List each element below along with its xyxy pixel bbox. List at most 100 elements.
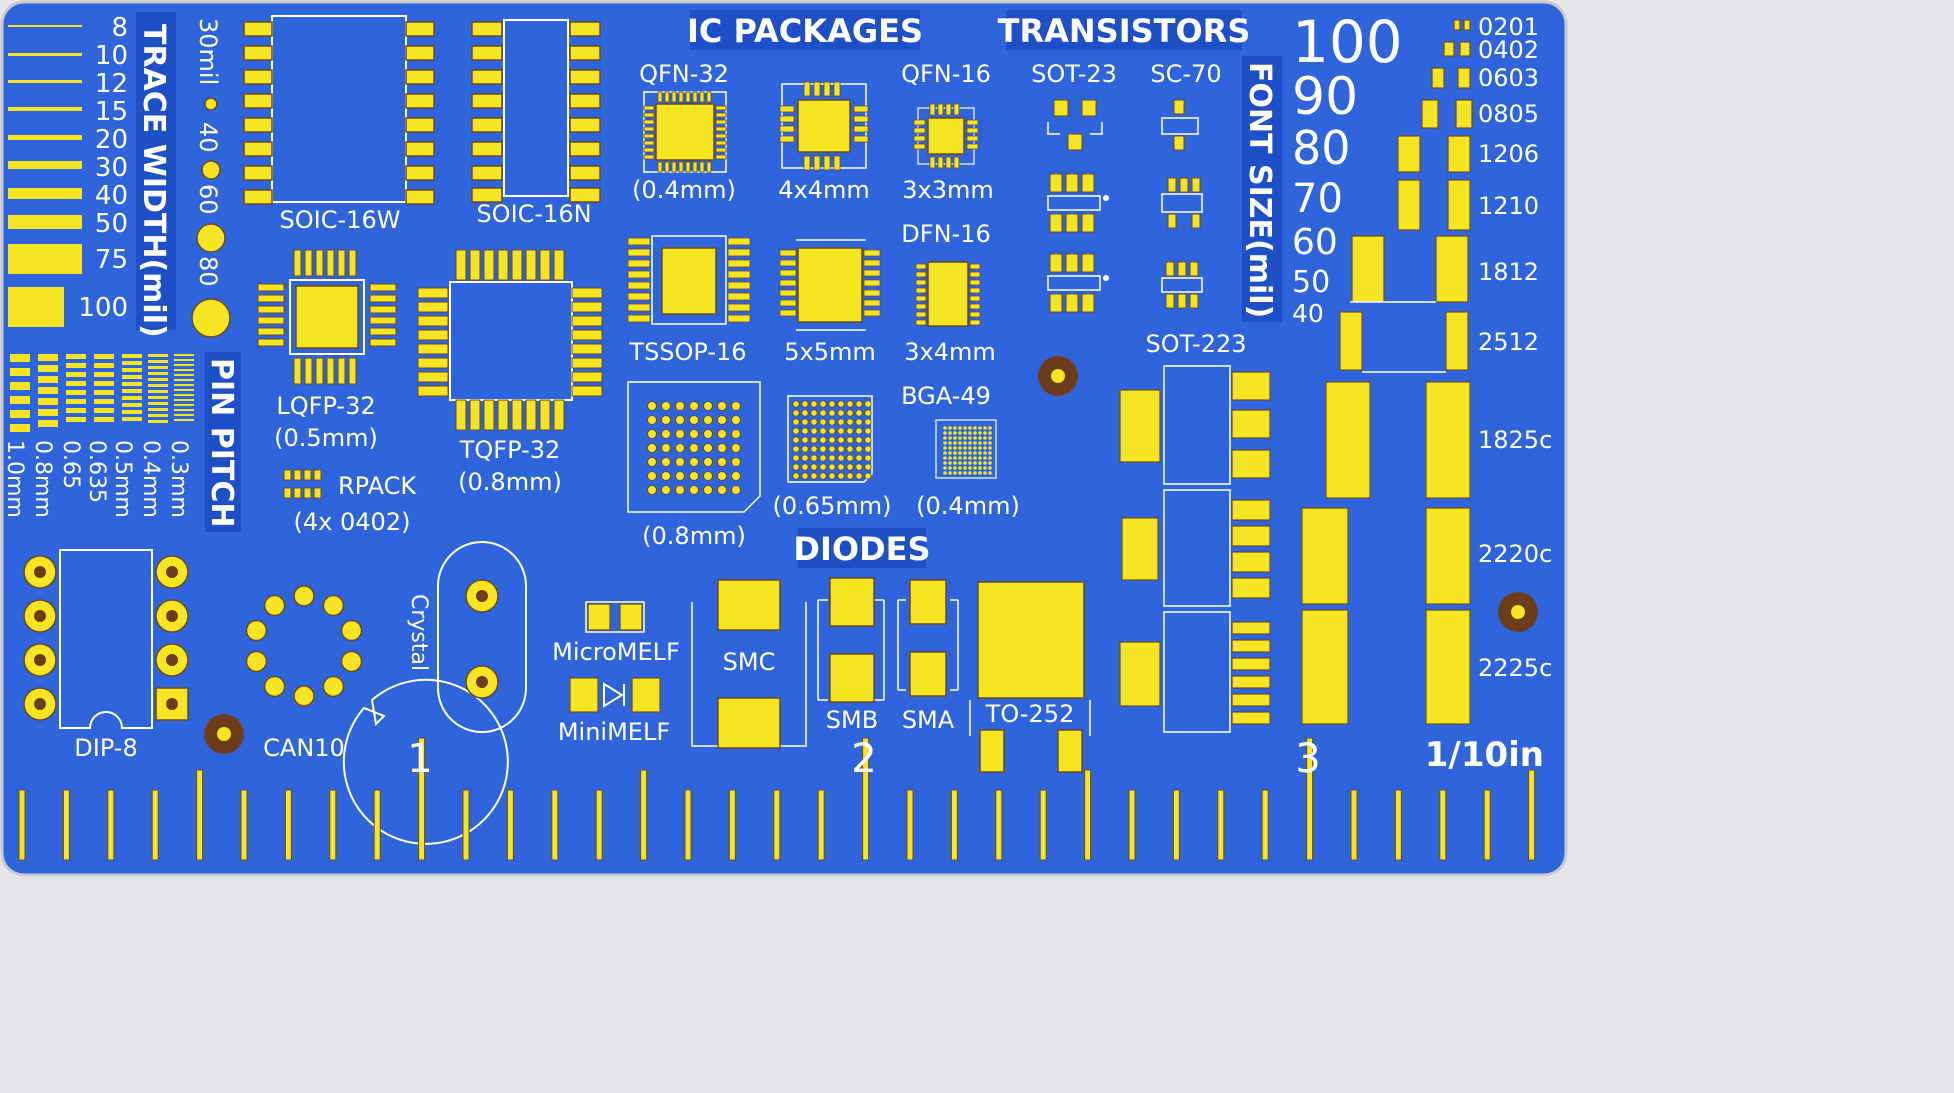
bga-ball [963, 441, 967, 445]
bga-ball [963, 436, 967, 440]
bga-ball [973, 436, 977, 440]
bga-ball [864, 427, 872, 435]
bga-ball [828, 445, 836, 453]
bga-ball [953, 431, 957, 435]
diodes-header-bg [798, 528, 926, 568]
can-pin [245, 619, 268, 642]
bga-ball [661, 471, 671, 481]
bga-ball [948, 436, 952, 440]
sma-footprint [897, 579, 959, 697]
ruler-ticks [18, 737, 1536, 861]
qfn-32-footprint [643, 91, 727, 173]
trace-sample [8, 25, 82, 27]
sot-223-label: SOT-223 [1145, 330, 1246, 358]
pkg-5x5-footprint [779, 239, 881, 331]
bga-ball [864, 445, 872, 453]
bga-ball [968, 446, 972, 450]
bga-ball [810, 472, 818, 480]
bga-ball [953, 461, 957, 465]
bga-ball [968, 451, 972, 455]
bga-ball [958, 441, 962, 445]
bga-ball [963, 466, 967, 470]
ruler-unit: 1/10in [1425, 735, 1544, 775]
bga-ball [810, 445, 818, 453]
bga-ball [846, 400, 854, 408]
bga-ball [703, 401, 713, 411]
ruler-mark: 3 [1295, 736, 1320, 782]
bga-ball [943, 451, 947, 455]
ruler-tick [329, 789, 337, 861]
smd-size-label: 1206 [1478, 140, 1539, 168]
qfn-16-label: QFN-16 [901, 60, 991, 88]
bga-ball [819, 454, 827, 462]
bga-ball [703, 443, 713, 453]
can-pin [340, 650, 363, 673]
bga-ball [819, 418, 827, 426]
bga-ball [943, 471, 947, 475]
bga-ball [855, 400, 863, 408]
ruler-tick [684, 789, 692, 861]
soic-16n-footprint [471, 19, 601, 203]
bga-ball [647, 401, 657, 411]
smb-footprint [817, 577, 885, 703]
micromelf-footprint [585, 601, 645, 633]
bga-ball [988, 471, 992, 475]
bga-ball [855, 427, 863, 435]
bga-ball [647, 471, 657, 481]
ruler-tick [1217, 789, 1225, 861]
bga-ball [988, 441, 992, 445]
ruler-tick [462, 789, 470, 861]
bga-ball [978, 461, 982, 465]
bga-ball [661, 485, 671, 495]
sc-70-footprints [1161, 99, 1203, 309]
minimelf-footprint [569, 677, 661, 713]
dfn-16-footprint [915, 261, 981, 327]
bga-ball [837, 400, 845, 408]
trace-label: 10 [95, 41, 128, 71]
pitch-label: 0.3mm [166, 440, 191, 518]
bga-ball [978, 436, 982, 440]
bga-ball [973, 466, 977, 470]
bga-ball [846, 472, 854, 480]
bga-ball [801, 427, 809, 435]
bga-ball [647, 415, 657, 425]
smc-footprint [691, 579, 807, 749]
qfn-16-size: 3x3mm [902, 176, 994, 204]
pitch-label: 0.8mm [30, 440, 55, 518]
ruler-tick [728, 789, 736, 861]
bga-ball [948, 441, 952, 445]
bga-ball [703, 471, 713, 481]
smc-label: SMC [723, 648, 776, 676]
bga-ball [988, 436, 992, 440]
ic-packages-header-bg [690, 10, 920, 50]
bga-ball [703, 415, 713, 425]
bga-ball [792, 436, 800, 444]
bga-ball [958, 431, 962, 435]
ruler-tick [1039, 789, 1047, 861]
trace-sample [8, 188, 82, 199]
bga-ball [801, 445, 809, 453]
pin-pitch-header-bg [205, 352, 241, 532]
font-sample: 90 [1292, 67, 1358, 127]
drill-pad [196, 223, 226, 253]
bga-ball [978, 456, 982, 460]
bga-ball [675, 429, 685, 439]
drill-pad [191, 298, 231, 338]
bga-ball [731, 401, 741, 411]
smd-size-label: 0402 [1478, 36, 1539, 64]
tqfp-32-pitch: (0.8mm) [458, 468, 562, 496]
pitch-label: 1.0mm [2, 440, 27, 518]
bga-ball [801, 472, 809, 480]
crystal-footprint [437, 541, 527, 733]
bga-ball [988, 446, 992, 450]
bga-ball [717, 457, 727, 467]
bga-ball [978, 431, 982, 435]
bga-ball [983, 441, 987, 445]
drill-label: 40 [194, 122, 222, 153]
trace-sample [8, 244, 82, 274]
trace-label: 50 [95, 209, 128, 239]
bga-ball [983, 436, 987, 440]
font-sample: 50 [1292, 265, 1330, 300]
rpack-label: RPACK [338, 472, 417, 500]
bga-ball [963, 446, 967, 450]
